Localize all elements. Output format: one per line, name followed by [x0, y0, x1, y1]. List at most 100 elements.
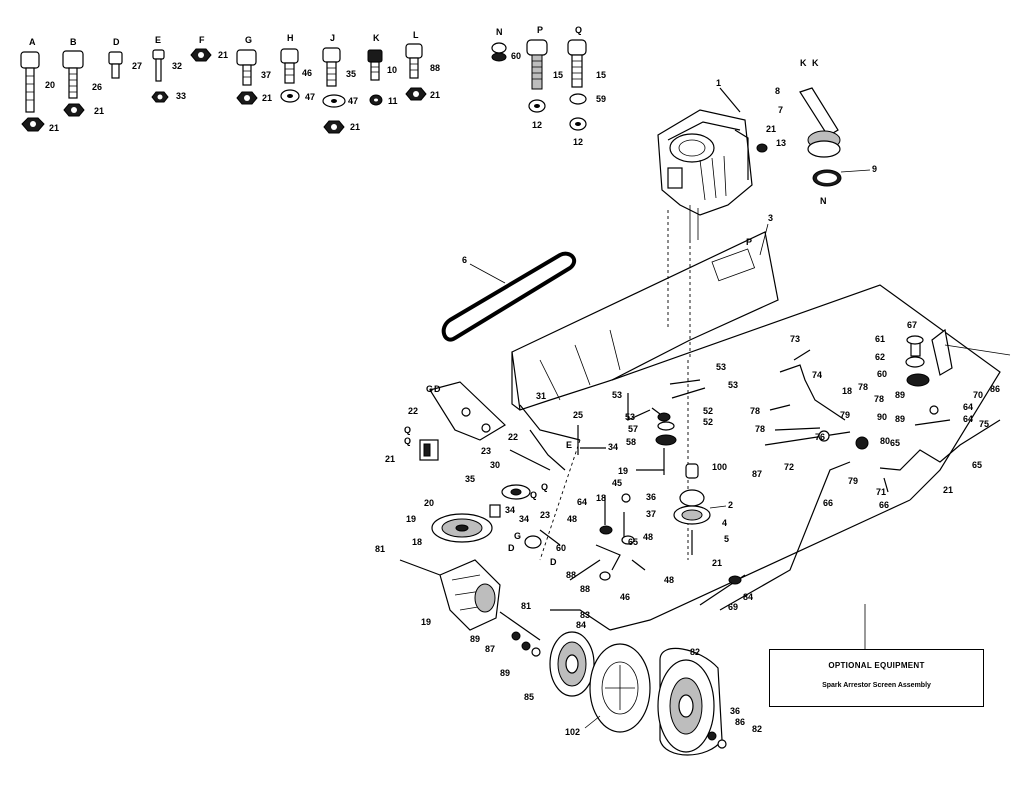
callout-57: 64 [963, 414, 973, 424]
callout-13: 13 [776, 138, 786, 148]
callout-71: 79 [848, 476, 858, 486]
hardware-number: 21 [94, 106, 104, 116]
hardware-number: 21 [262, 93, 272, 103]
callout-56: 64 [577, 497, 587, 507]
callout-100: 102 [565, 727, 580, 737]
callout-k2: K [812, 58, 819, 68]
callout-73: 81 [375, 544, 385, 554]
hardware-number: 12 [573, 137, 583, 147]
callout-63: 70 [973, 390, 983, 400]
hardware-h: H 46 47 [280, 33, 315, 103]
hardware-number: 12 [532, 120, 542, 130]
hardware-number: 20 [45, 80, 55, 90]
callout-37: 34 [519, 514, 529, 524]
hardware-a: A 20 21 [20, 37, 59, 133]
bracket-29: 22 G D [408, 381, 506, 441]
hardware-letter: L [413, 30, 419, 40]
callout-50: 57 [628, 424, 638, 434]
callout-49: 53 [625, 412, 635, 422]
callout-29: 22 [408, 406, 418, 416]
callout-2: 2 [728, 500, 733, 510]
callout-9: 9 [872, 164, 877, 174]
hardware-letter: N [496, 27, 503, 37]
small-items: 45 18 64 36 37 65 88 88 46 48 48 [566, 478, 674, 602]
hardware-number: 47 [305, 92, 315, 102]
hardware-number: 15 [596, 70, 606, 80]
hardware-number: 60 [511, 51, 521, 61]
pulley-2: 100 2 4 5 [673, 462, 733, 555]
hardware-letter: Q [575, 25, 582, 35]
callout-64: 71 [876, 487, 886, 497]
callout-25: 21 [385, 454, 395, 464]
callout-80: 89 [470, 634, 480, 644]
optional-equipment-box: OPTIONAL EQUIPMENT Spark Arrestor Screen… [769, 649, 984, 707]
hardware-number: 21 [350, 122, 360, 132]
callout-53: 60 [877, 369, 887, 379]
callout-51: 58 [626, 437, 636, 447]
chassis-plate: 3 P [511, 213, 1001, 631]
callout-k1: K [800, 58, 807, 68]
callout-47a: 52 [703, 406, 713, 416]
hardware-letter: D [113, 37, 120, 47]
hardware-number: 47 [348, 96, 358, 106]
callout-38: 35 [465, 474, 475, 484]
hardware-letter: E [155, 35, 161, 45]
callout-6: 6 [462, 255, 467, 265]
callout-56b: 64 [963, 402, 973, 412]
callout-5: 5 [724, 534, 729, 544]
callout-20: 19 [618, 466, 628, 476]
hardware-d: D 27 [108, 37, 142, 79]
callout-70d: 78 [755, 424, 765, 434]
drive-belt: 6 [441, 251, 577, 342]
callout-30b: 23 [540, 510, 550, 520]
callout-55: 62 [875, 352, 885, 362]
hardware-letter: B [70, 37, 77, 47]
hardware-q: Q 15 59 12 [567, 25, 606, 147]
callout-21c: 21 [712, 558, 722, 568]
callout-78: 85 [524, 692, 534, 702]
hardware-number: 26 [92, 82, 102, 92]
callout-75: 83 [580, 610, 590, 620]
callout-40: 37 [646, 509, 656, 519]
callout-g: G [426, 384, 433, 394]
callout-70a: 78 [750, 406, 760, 416]
callout-48b: 53 [728, 380, 738, 390]
callout-p1: P [746, 237, 752, 247]
hardware-number: 33 [176, 91, 186, 101]
callout-74: 82 [752, 724, 762, 734]
callout-31: 25 [573, 410, 583, 420]
callout-81: 86 [735, 717, 745, 727]
hardware-number: 32 [172, 61, 182, 71]
callout-29b: 22 [508, 432, 518, 442]
hardware-number: 21 [430, 90, 440, 100]
callout-47b: 52 [703, 417, 713, 427]
callout-80c: 89 [895, 390, 905, 400]
callout-39: 36 [646, 492, 656, 502]
hardware-letter: F [199, 35, 205, 45]
callout-83: 84 [743, 592, 753, 602]
throttle-cluster: 61 62 60 67 86 89 70 64 64 90 89 65 [875, 320, 1011, 448]
callout-24: 20 [424, 498, 434, 508]
hardware-p: P 15 12 [526, 25, 563, 130]
hardware-e: E 32 33 [151, 35, 186, 103]
callout-44: 48 [643, 532, 653, 542]
hardware-n: N 60 [491, 27, 521, 62]
callout-21a: 21 [766, 124, 776, 134]
callout-19: 19 [421, 617, 431, 627]
callout-39b: 36 [730, 706, 740, 716]
hardware-number: 35 [346, 69, 356, 79]
hardware-number: 21 [49, 123, 59, 133]
callout-1: 1 [716, 78, 721, 88]
callout-d: D [434, 384, 441, 394]
callout-34: 30 [490, 460, 500, 470]
callout-7: 7 [778, 105, 783, 115]
hardware-g: G 37 21 [236, 35, 272, 105]
callout-62: 69 [728, 602, 738, 612]
callout-q4: Q [530, 490, 537, 500]
callout-69: 76 [815, 432, 825, 442]
callout-41: 45 [612, 478, 622, 488]
callout-60: 67 [907, 320, 917, 330]
callout-71a: 79 [840, 410, 850, 420]
bracket-25: 21 Q Q [385, 425, 439, 464]
callout-q2: Q [404, 436, 411, 446]
